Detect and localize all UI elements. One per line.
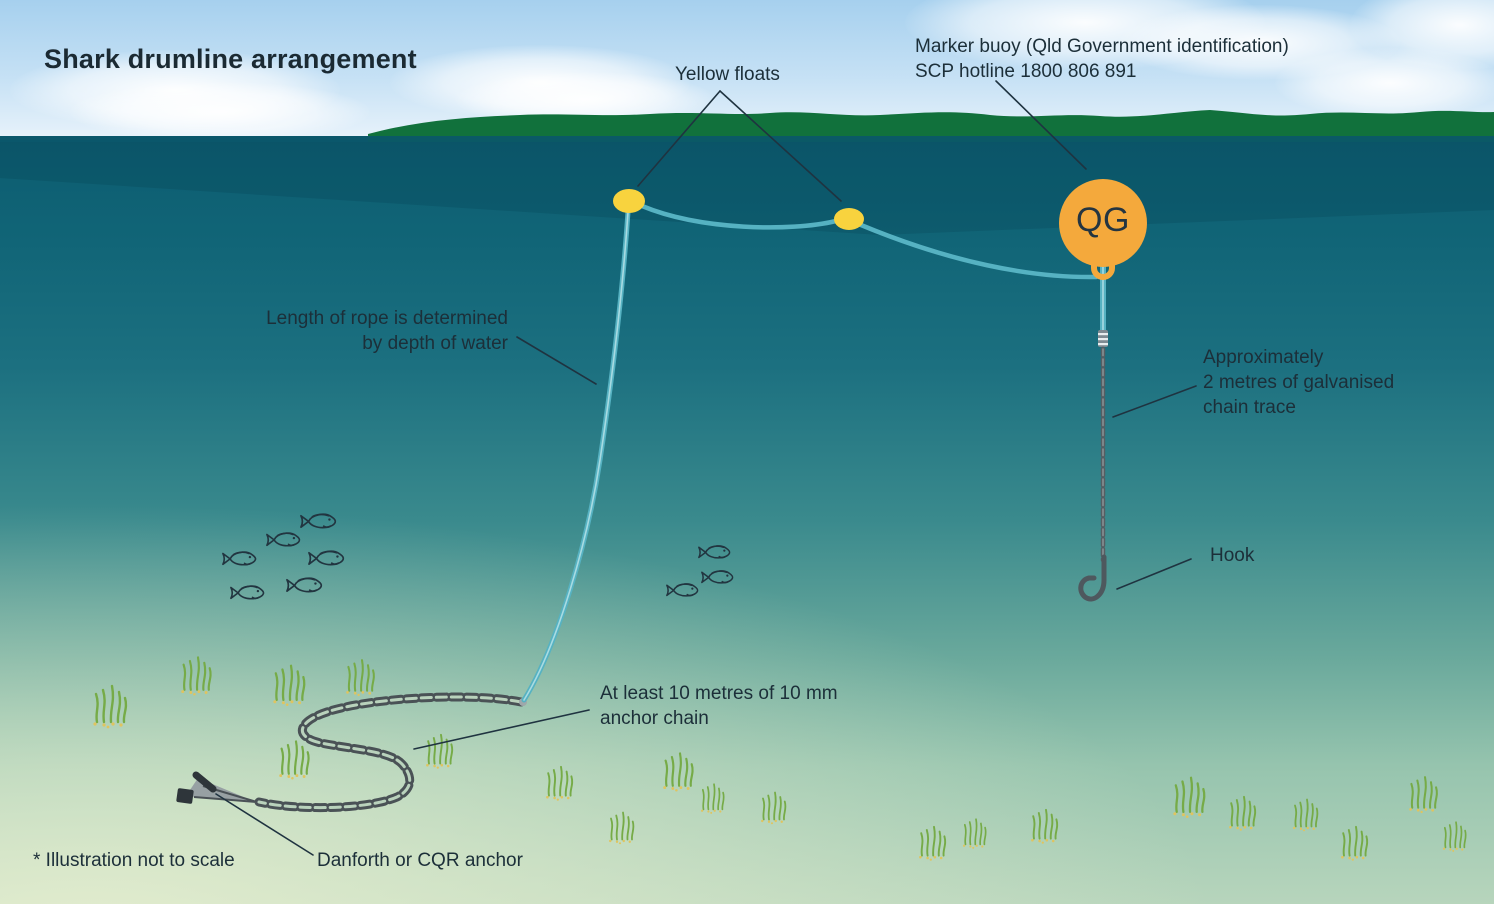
buoy-marking: QG [1076,200,1130,239]
yellow-floats [613,189,864,230]
label-marker-buoy-line1: Marker buoy (Qld Government identificati… [915,36,1289,57]
marker-buoy [1059,179,1147,280]
label-anchor-chain-line2: anchor chain [600,708,709,729]
fish-school-1 [222,513,345,600]
callout-marker-buoy [995,80,1087,170]
label-chain-trace: Approximately 2 metres of galvanised cha… [1203,345,1394,420]
label-anchor-type: Danforth or CQR anchor [317,850,523,871]
callout-rope [516,336,597,385]
label-anchor-chain: At least 10 metres of 10 mm anchor chain [600,681,838,731]
label-hook: Hook [1210,545,1255,566]
page-title: Shark drumline arrangement [44,44,417,74]
swivel [1098,330,1108,347]
callout-hook [1116,558,1192,590]
callout-chain-trace [1112,385,1197,418]
float-2 [834,208,864,230]
callout-anchor-chain [413,709,590,750]
float-1 [613,189,645,213]
land-silhouette [368,110,1494,142]
label-rope-line1: Length of rope is determined [266,308,508,329]
mooring-rope [521,203,1106,703]
anchor-chain [254,692,527,813]
label-chain-trace-line2: 2 metres of galvanised [1203,372,1395,393]
label-anchor-chain-line1: At least 10 metres of 10 mm [600,683,838,704]
water-surface [0,136,1494,235]
fish-school-2 [666,545,734,597]
danforth-anchor [176,771,258,804]
label-chain-trace-line1: Approximately [1203,347,1324,368]
label-rope-line2: by depth of water [362,333,508,354]
cloud [70,82,370,142]
callout-anchor [215,793,314,856]
label-rope-length: Length of rope is determined by depth of… [208,306,508,356]
label-yellow-floats: Yellow floats [675,64,780,85]
callout-yellow-float-left [637,90,721,187]
label-marker-buoy-line2: SCP hotline 1800 806 891 [915,61,1137,82]
hook [1078,554,1107,602]
callout-yellow-float-right [719,90,842,202]
callout-lines [215,80,1197,856]
ocean-background [0,136,1494,904]
label-chain-trace-line3: chain trace [1203,397,1296,418]
buoy-shackle-loop [1091,259,1115,280]
label-scale-note: * Illustration not to scale [33,850,235,871]
label-marker-buoy: Marker buoy (Qld Government identificati… [915,34,1289,84]
